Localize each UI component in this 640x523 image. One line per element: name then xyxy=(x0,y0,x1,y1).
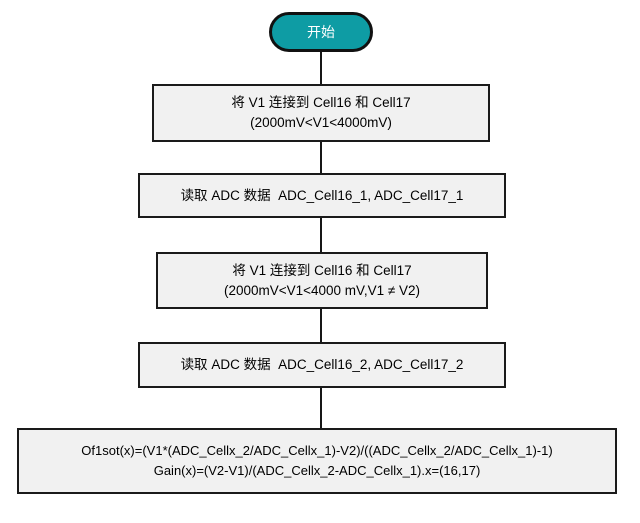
process-box-read-adc-second: 读取 ADC 数据 ADC_Cell16_2, ADC_Cell17_2 xyxy=(138,342,506,388)
process-box-offset-gain-formulas: Of1sot(x)=(V1*(ADC_Cellx_2/ADC_Cellx_1)-… xyxy=(17,428,617,494)
process-text-line: (2000mV<V1<4000mV) xyxy=(250,115,392,130)
process-box-read-adc-first: 读取 ADC 数据 ADC_Cell16_1, ADC_Cell17_1 xyxy=(138,173,506,218)
process-box-connect-v1-first: 将 V1 连接到 Cell16 和 Cell17 (2000mV<V1<4000… xyxy=(152,84,490,142)
process-text-line: 将 V1 连接到 Cell16 和 Cell17 xyxy=(232,262,412,278)
process-text-line: 读取 ADC 数据 ADC_Cell16_2, ADC_Cell17_2 xyxy=(180,357,464,372)
formula-text-line: Of1sot(x)=(V1*(ADC_Cellx_2/ADC_Cellx_1)-… xyxy=(81,443,553,458)
process-box-connect-v1-second: 将 V1 连接到 Cell16 和 Cell17 (2000mV<V1<4000… xyxy=(156,252,488,309)
flow-connector-line xyxy=(320,48,322,432)
process-text-line: (2000mV<V1<4000 mV,V1 ≠ V2) xyxy=(223,282,421,298)
process-text-line: 将 V1 连接到 Cell16 和 Cell17 xyxy=(231,95,411,110)
formula-text-line: Gain(x)=(V2-V1)/(ADC_Cellx_2-ADC_Cellx_1… xyxy=(153,463,481,478)
process-text-line: 读取 ADC 数据 ADC_Cell16_1, ADC_Cell17_1 xyxy=(180,187,464,203)
start-terminator-node: 开始 xyxy=(269,12,373,52)
start-label: 开始 xyxy=(307,24,335,40)
